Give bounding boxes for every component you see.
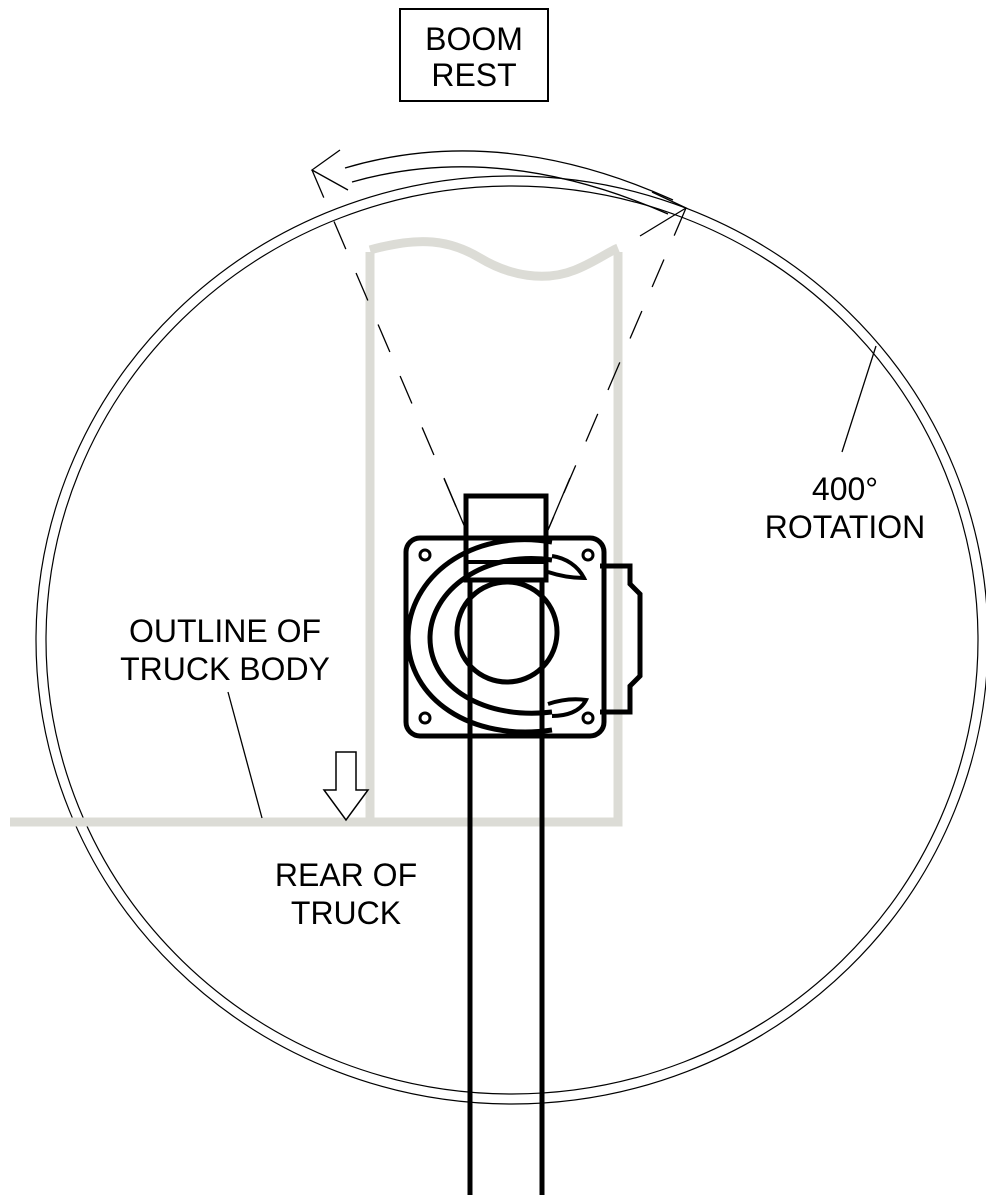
rotation-circle bbox=[35, 175, 986, 1105]
limit-line-tips bbox=[443, 477, 571, 531]
rotation-arrow bbox=[310, 149, 688, 237]
truck-body-outline bbox=[10, 237, 623, 827]
truck-body-label-line1: OUTLINE OF bbox=[129, 613, 321, 649]
rotation-arrow-outer-arc bbox=[344, 150, 674, 201]
truck-body-leader-line bbox=[227, 691, 263, 819]
ring-jaw-top bbox=[547, 554, 588, 581]
rear-direction-arrow-icon bbox=[322, 751, 370, 822]
right-limit-tip bbox=[547, 477, 571, 531]
left-limit-tip bbox=[443, 477, 467, 531]
bolt-hole-bottom-left bbox=[418, 711, 432, 725]
rotation-arrow-inner-arc bbox=[351, 166, 669, 215]
ring-jaw-bottom bbox=[547, 697, 590, 718]
boom-rest-block bbox=[463, 493, 549, 583]
turret-assembly bbox=[403, 493, 643, 739]
leader-lines bbox=[227, 345, 877, 819]
bolt-hole-top-right bbox=[581, 548, 595, 562]
bolt-hole-bottom-right bbox=[581, 711, 595, 725]
rotation-limit-lines bbox=[311, 169, 687, 531]
boom-rest-label-box bbox=[399, 8, 549, 102]
left-limit-dash bbox=[311, 169, 467, 531]
truck-body-break-line bbox=[368, 237, 620, 281]
rotation-circle-outer bbox=[35, 175, 986, 1105]
truck-body-label-line2: TRUCK BODY bbox=[120, 651, 330, 687]
rear-label-line1: REAR OF bbox=[275, 857, 417, 893]
rotation-label-line2: ROTATION bbox=[765, 509, 926, 545]
boom-rest-label-line2: REST bbox=[431, 57, 516, 93]
rotation-leader-line bbox=[841, 345, 877, 453]
rotation-arrowhead-left bbox=[310, 149, 349, 191]
side-mount-bracket bbox=[600, 563, 643, 715]
rear-label-line2: TRUCK bbox=[291, 895, 401, 931]
right-limit-dash bbox=[547, 207, 687, 531]
turret-ring-outer bbox=[405, 537, 553, 735]
bolt-hole-top-left bbox=[418, 548, 432, 562]
boom-tube bbox=[467, 580, 545, 1195]
rotation-label-line1: 400° bbox=[812, 471, 878, 507]
boom-rest-label-line1: BOOM bbox=[425, 21, 523, 57]
truck-body-bed-line bbox=[10, 252, 623, 827]
rotation-arrowhead-right bbox=[639, 191, 688, 237]
rotation-circle-inner bbox=[45, 185, 979, 1095]
